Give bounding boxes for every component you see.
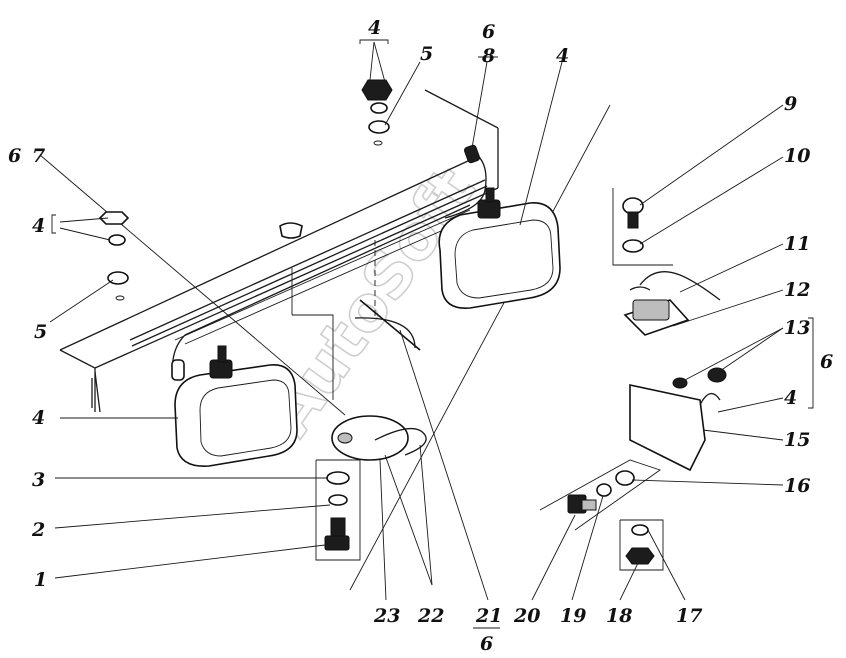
leader-lines (39, 104, 611, 591)
label-21: 21 (475, 605, 502, 627)
fog-lamp-left (174, 345, 298, 467)
relay-assembly (539, 188, 814, 571)
label-6-right: 6 (820, 351, 833, 373)
label-leaders (49, 41, 784, 629)
label-5-top: 5 (420, 43, 433, 65)
label-7-left: 7 (32, 145, 45, 167)
label-12: 12 (784, 279, 810, 301)
label-4-top-group: 4 (368, 17, 381, 39)
label-4-upper-left: 4 (32, 215, 45, 237)
label-5-left: 5 (34, 321, 47, 343)
label-9: 9 (784, 93, 797, 115)
label-10: 10 (784, 145, 810, 167)
label-16: 16 (784, 475, 810, 497)
label-4-right: 4 (784, 387, 797, 409)
label-13: 13 (784, 317, 810, 339)
label-20: 20 (513, 605, 540, 627)
label-22: 22 (417, 605, 444, 627)
label-23: 23 (373, 605, 400, 627)
fastener-stack-upper-left (51, 211, 130, 301)
fog-lamp-right (438, 187, 561, 309)
label-6-left: 6 (8, 145, 21, 167)
label-3: 3 (32, 469, 45, 491)
label-2: 2 (31, 519, 45, 541)
label-11: 11 (784, 233, 810, 255)
part-number-labels: 1 2 3 4 4 5 6 7 4 5 6 8 4 9 10 11 12 13 … (8, 17, 833, 655)
label-6-top: 6 (482, 21, 495, 43)
label-8-top: 8 (481, 45, 495, 67)
mounting-bracket (331, 299, 427, 461)
fastener-stack-top (359, 39, 393, 146)
label-15: 15 (784, 429, 810, 451)
label-19: 19 (560, 605, 586, 627)
bumper-frame (59, 89, 499, 413)
label-6-bottom: 6 (480, 633, 493, 655)
label-1: 1 (34, 569, 47, 591)
wiring-cable (171, 144, 487, 381)
label-4-left: 4 (32, 407, 45, 429)
label-18: 18 (606, 605, 632, 627)
label-17: 17 (676, 605, 702, 627)
label-4-top-right: 4 (556, 45, 569, 67)
